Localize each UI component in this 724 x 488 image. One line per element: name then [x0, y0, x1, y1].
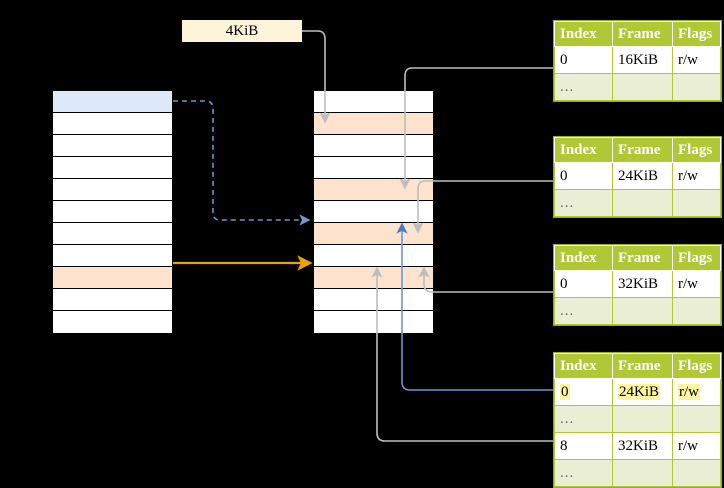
- column-header-index: Index: [554, 245, 613, 271]
- virtual-cell-2: [53, 135, 172, 157]
- physical-cell-2: [314, 135, 433, 157]
- physical-cell-5: [314, 201, 433, 223]
- virtual-cell-1: [53, 113, 172, 135]
- virtual-address-space-column: [52, 90, 173, 334]
- wire-table3-to-frame: [418, 266, 553, 293]
- physical-cell-10: [314, 311, 433, 333]
- cell-index: 0: [554, 270, 613, 298]
- cell-frame: [612, 189, 673, 217]
- wire-virtual-blue-to-physical: [173, 100, 311, 226]
- column-header-frame: Frame: [612, 245, 673, 271]
- cell-frame: [612, 73, 673, 101]
- physical-cell-1: [314, 113, 433, 135]
- table-row: ...: [554, 459, 721, 487]
- cell-index: 8: [554, 432, 613, 460]
- cell-index: 0: [554, 46, 613, 74]
- highlighted-value: 24KiB: [618, 383, 661, 400]
- cell-flags: r/w: [672, 162, 721, 190]
- cell-flags: [672, 73, 721, 101]
- virtual-cell-5: [53, 201, 172, 223]
- table-row: ...: [554, 297, 721, 325]
- cell-frame: 24KiB: [612, 378, 673, 406]
- cell-frame: [612, 297, 673, 325]
- virtual-cell-8: [53, 267, 172, 289]
- cell-frame: 32KiB: [612, 270, 673, 298]
- virtual-cell-7: [53, 245, 172, 267]
- column-header-flags: Flags: [672, 21, 721, 47]
- table-row: ...: [554, 73, 721, 101]
- column-header-flags: Flags: [672, 137, 721, 163]
- cell-flags: [672, 189, 721, 217]
- cell-flags: [672, 405, 721, 433]
- table-row: ...: [554, 189, 721, 217]
- cell-frame: [612, 459, 673, 487]
- cell-frame: 32KiB: [612, 432, 673, 460]
- virtual-cell-0: [53, 91, 172, 113]
- highlighted-value: r/w: [678, 383, 700, 400]
- cell-frame: 24KiB: [612, 162, 673, 190]
- wire-table2-to-frame: [412, 180, 553, 234]
- cell-flags: r/w: [672, 432, 721, 460]
- cell-frame: [612, 405, 673, 433]
- virtual-cell-9: [53, 289, 172, 311]
- cell-flags: r/w: [672, 378, 721, 406]
- cell-index: ...: [554, 297, 613, 325]
- column-header-frame: Frame: [612, 353, 673, 379]
- cell-frame: 16KiB: [612, 46, 673, 74]
- column-header-flags: Flags: [672, 245, 721, 271]
- cell-index: ...: [554, 73, 613, 101]
- highlighted-value: 0: [560, 383, 570, 400]
- cell-flags: [672, 459, 721, 487]
- cell-index: ...: [554, 459, 613, 487]
- cell-flags: r/w: [672, 46, 721, 74]
- cell-flags: r/w: [672, 270, 721, 298]
- cell-index: 0: [554, 378, 613, 406]
- page-size-label: 4KiB: [182, 20, 302, 42]
- physical-cell-8: [314, 267, 433, 289]
- physical-cell-7: [314, 245, 433, 267]
- column-header-frame: Frame: [612, 137, 673, 163]
- column-header-index: Index: [554, 353, 613, 379]
- physical-memory-column: [313, 90, 434, 334]
- physical-cell-3: [314, 157, 433, 179]
- physical-cell-6: [314, 223, 433, 245]
- table-row: ...: [554, 405, 721, 433]
- physical-cell-0: [314, 91, 433, 113]
- virtual-cell-10: [53, 311, 172, 333]
- physical-cell-4: [314, 179, 433, 201]
- cell-flags: [672, 297, 721, 325]
- virtual-cell-6: [53, 223, 172, 245]
- column-header-frame: Frame: [612, 21, 673, 47]
- physical-cell-9: [314, 289, 433, 311]
- column-header-index: Index: [554, 21, 613, 47]
- table-row: 0 24KiB r/w: [554, 378, 721, 406]
- column-header-index: Index: [554, 137, 613, 163]
- column-header-flags: Flags: [672, 353, 721, 379]
- cell-index: ...: [554, 189, 613, 217]
- virtual-cell-3: [53, 157, 172, 179]
- virtual-cell-4: [53, 179, 172, 201]
- cell-index: ...: [554, 405, 613, 433]
- cell-index: 0: [554, 162, 613, 190]
